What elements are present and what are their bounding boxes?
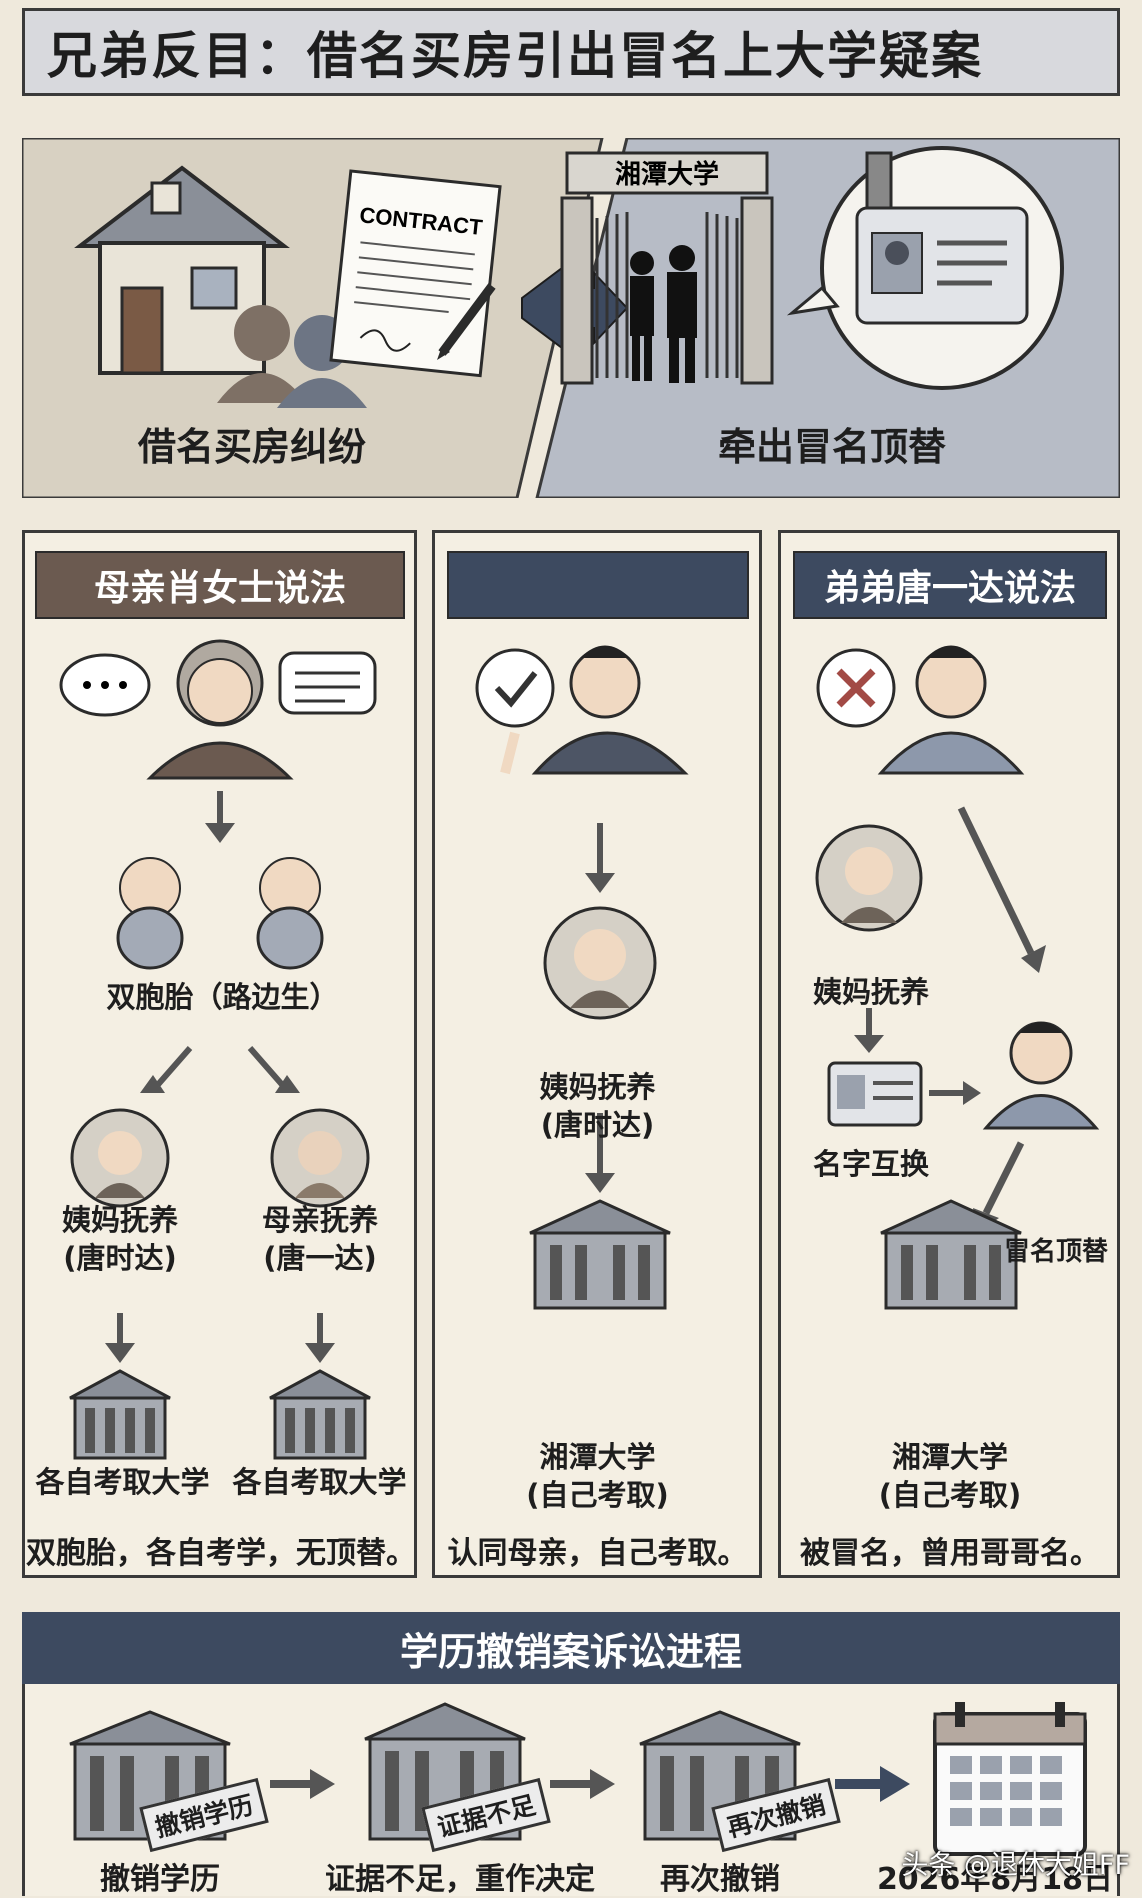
twin-baby-right-icon — [256, 857, 324, 970]
pointing-man-icon — [500, 645, 689, 775]
id-card-icon — [786, 146, 1064, 390]
mother-panel: 母亲肖女士说法 — [22, 530, 417, 1578]
brother-uni-line1: 湘潭大学 — [891, 1440, 1008, 1474]
twin-baby-left-icon — [116, 857, 184, 970]
calendar-icon — [933, 1702, 1087, 1856]
watermark: 头条 @退休大姐FF — [901, 1850, 1130, 1881]
uni-left-label: 各自考取大学 — [35, 1465, 210, 1499]
impostor-label: 冒名顶替 — [1003, 1237, 1108, 1267]
speech-bubble-icon — [59, 651, 377, 717]
middle-uni-line1: 湘潭大学 — [539, 1440, 656, 1474]
step3-label: 再次撤销 — [660, 1862, 780, 1897]
impostor-avatar-icon — [982, 1021, 1100, 1130]
brother-summary: 被冒名，曾用哥哥名。 — [800, 1536, 1100, 1571]
down-arrow-icon-2 — [585, 1113, 615, 1193]
mother-summary: 双胞胎，各自考学，无顶替。 — [26, 1536, 416, 1571]
down-arrow-icon — [585, 823, 615, 893]
middle-panel-header — [447, 551, 749, 619]
middle-uni-label: 湘潭大学 (自己考取) — [435, 1438, 760, 1514]
brother-panel: 弟弟唐一达说法 — [778, 530, 1120, 1578]
mother-raised-line1: 母亲抚养 — [261, 1203, 378, 1237]
right-arrow-icon-1 — [270, 1769, 335, 1799]
mother-raised-line2: (唐一达) — [263, 1241, 377, 1275]
aunt-raised-line1: 姨妈抚养 — [61, 1203, 178, 1237]
top-banner: CONTRACT 湘潭大学 — [20, 136, 1122, 500]
brother-panel-illustration — [815, 645, 1100, 1310]
middle-aunt-label: 姨妈抚养 (唐时达) — [435, 1068, 760, 1144]
brother-avatar-icon — [877, 645, 1025, 775]
step4-date-label: 2026年8月18日 — [876, 1862, 1114, 1897]
down-arrow-icon — [854, 1008, 884, 1053]
middle-panel-illustration — [475, 645, 689, 1310]
brother-panel-header: 弟弟唐一达说法 — [793, 551, 1107, 619]
brother-uni-label: 湘潭大学 (自己考取) — [781, 1438, 1119, 1514]
twins-label: 双胞胎（路边生） — [106, 980, 339, 1014]
university-gate-icon: 湘潭大学 — [560, 151, 774, 385]
university-right-icon — [269, 1369, 371, 1460]
middle-aunt-line2: (唐时达) — [540, 1108, 655, 1142]
banner-illustration: CONTRACT 湘潭大学 — [20, 136, 1122, 500]
process-header: 学历撤销案诉讼进程 — [22, 1612, 1120, 1684]
mother-panel-illustration — [59, 639, 377, 1460]
mother-panel-header: 母亲肖女士说法 — [35, 551, 405, 619]
middle-aunt-line1: 姨妈抚养 — [539, 1070, 656, 1104]
university-icon — [529, 1199, 671, 1310]
aunt-raised-label: 姨妈抚养 (唐时达) — [25, 1201, 215, 1277]
process-body: 撤销学历 证据不足 再次撤销 撤销学历 证据不足，重作决定 再次撤销 2026年… — [22, 1684, 1120, 1897]
university-icon — [880, 1199, 1022, 1310]
aunt-avatar-icon — [70, 1108, 170, 1208]
mother-avatar-icon — [146, 639, 294, 780]
x-bubble-icon — [816, 648, 896, 728]
contract-icon: CONTRACT — [329, 169, 502, 378]
right-arrow-icon-3 — [835, 1766, 910, 1802]
name-swap-label: 名字互换 — [812, 1147, 929, 1181]
split-arrows-icon — [140, 1046, 300, 1093]
grandmother-avatar-icon — [270, 1108, 370, 1208]
step2-label: 证据不足，重作决定 — [325, 1862, 595, 1897]
id-card-icon — [827, 1061, 923, 1127]
house-icon — [74, 165, 290, 375]
right-arrow-icon-2 — [550, 1769, 615, 1799]
down-arrow-icon — [205, 791, 235, 843]
brother-aunt-label: 姨妈抚养 — [812, 975, 929, 1009]
mother-raised-label: 母亲抚养 (唐一达) — [225, 1201, 415, 1277]
brother-uni-line2: (自己考取) — [878, 1478, 1022, 1512]
diagonal-arrow-icon — [957, 806, 1046, 973]
right-arrow-icon — [929, 1081, 981, 1105]
banner-left-caption: 借名买房纠纷 — [137, 425, 366, 469]
aunt-avatar-icon — [815, 824, 923, 932]
page-title: 兄弟反目：借名买房引出冒名上大学疑案 — [47, 27, 983, 85]
check-bubble-icon — [475, 648, 555, 728]
title-bar: 兄弟反目：借名买房引出冒名上大学疑案 — [22, 8, 1120, 96]
gate-sign-text: 湘潭大学 — [615, 159, 719, 190]
aunt-raised-line2: (唐时达) — [63, 1241, 177, 1275]
pen-icon — [437, 283, 496, 360]
step1-label: 撤销学历 — [100, 1862, 220, 1897]
middle-uni-line2: (自己考取) — [526, 1478, 669, 1512]
aunt-avatar-icon — [543, 906, 657, 1020]
uni-right-label: 各自考取大学 — [232, 1465, 407, 1499]
middle-panel: 姨妈抚养 (唐时达) 湘潭大学 (自己考取) 认同母亲，自己考取。 — [432, 530, 762, 1578]
down-arrows-icon — [105, 1313, 335, 1363]
middle-summary: 认同母亲，自己考取。 — [447, 1536, 748, 1571]
university-left-icon — [69, 1369, 171, 1460]
banner-right-caption: 牵出冒名顶替 — [717, 425, 946, 469]
